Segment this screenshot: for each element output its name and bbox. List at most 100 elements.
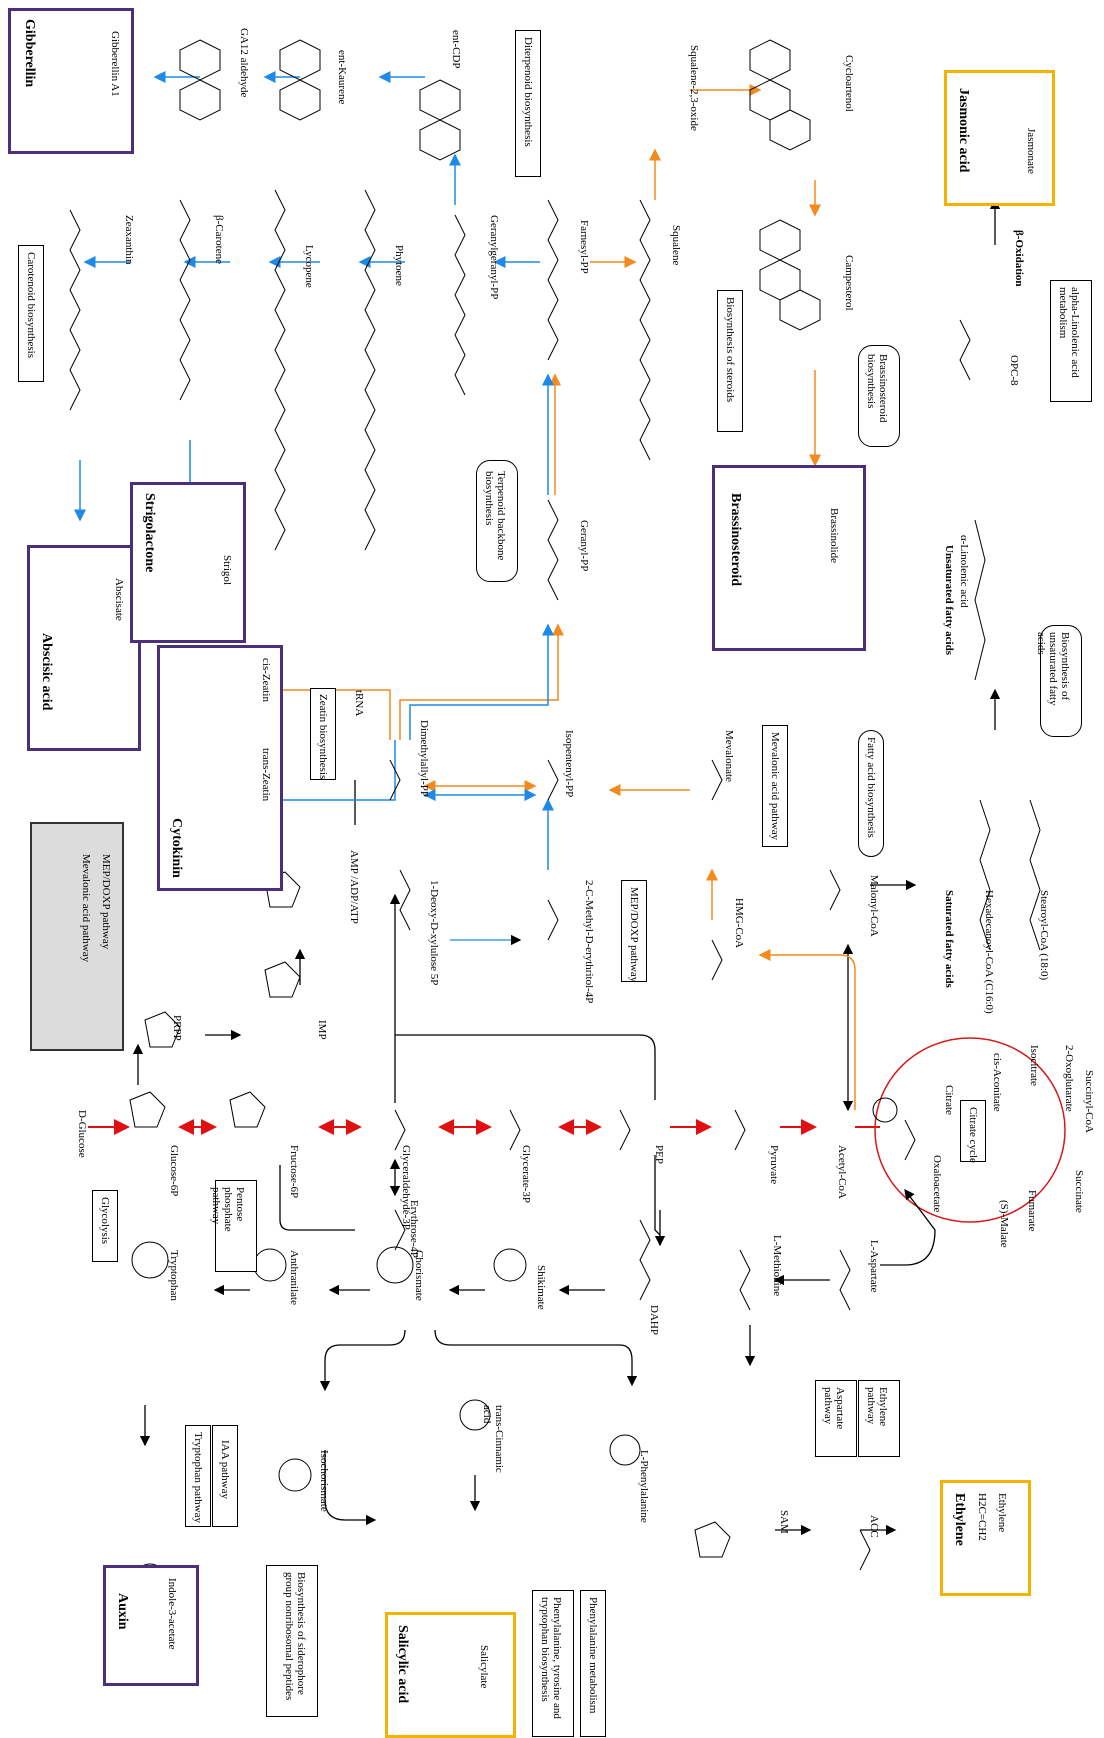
iaa-pathway-label: IAA pathway [219, 1440, 231, 1499]
iaa-pathway-box[interactable]: IAA pathway [212, 1425, 238, 1527]
gibberellin-label: Gibberellin [23, 19, 35, 87]
aspartate-pathway-box[interactable]: Aspartate pathway [815, 1380, 857, 1457]
pentose-label: Pentose phosphate pathway [210, 1187, 246, 1267]
abscisate-label: Abscisate [113, 578, 125, 621]
cytokinin-label: Cytokinin [170, 818, 182, 878]
isochorismate-label: Isochorismate [318, 1450, 330, 1512]
ggpp-label: Geranylgeranyl-PP [488, 215, 500, 299]
fatty-acid-label: Fatty acid biosynthesis [865, 737, 877, 838]
saturated-fatty-acids-label: Saturated fatty acids [943, 890, 955, 988]
zeaxanthin-label: Zeaxanthin [123, 215, 135, 264]
geranyl-pp-label: Geranyl-PP [578, 520, 590, 571]
steroids-label: Biosynthesis of steroids [724, 297, 736, 402]
amp-label: AMP /ADP/ATP [348, 850, 360, 924]
cytokinin-box[interactable]: Cytokinin trans-Zeatin cis-Zeatin [157, 645, 283, 891]
steroids-box[interactable]: Biosynthesis of steroids [717, 290, 743, 432]
aspartate-label: L-Aspartate [868, 1240, 880, 1293]
carotenoid-label: Carotenoid biosynthesis [25, 252, 37, 358]
unsaturated-fatty-label: Biosynthesis of unsaturated fatty acids [1035, 632, 1071, 727]
alpha-linolenic-box[interactable]: alpha-Linolenic acid metabolism [1050, 280, 1092, 402]
sam-label: SAM [778, 1510, 790, 1534]
citrate-cycle-label: Citrate cycle [967, 1107, 979, 1163]
citrate-cycle-box[interactable]: Citrate cycle [960, 1100, 986, 1162]
gibberellin-box[interactable]: Gibberellin Gibberellin A1 [8, 8, 134, 154]
fumarate-label: Fumarate [1026, 1190, 1038, 1232]
siderophore-box[interactable]: Biosynthesis of siderophore group nonrib… [266, 1565, 318, 1717]
mep-doxp-box[interactable]: MEP/DOXP pathway [621, 880, 647, 982]
shikimate-label: Shikimate [535, 1265, 547, 1310]
tryptophan-label: Tryptophan [168, 1250, 180, 1301]
fpp-label: Farnesyl-PP [578, 220, 590, 274]
jasmonic-acid-label: Jasmonic acid [957, 88, 969, 172]
ethylene-compound-label: Ethylene [996, 1493, 1008, 1532]
beta-carotene-label: β-Carotene [213, 215, 225, 264]
tryptophan-pathway-box[interactable]: Tryptophan pathway [185, 1425, 211, 1527]
jasmonic-acid-box[interactable]: Jasmonic acid Jasmonate [944, 70, 1055, 206]
auxin-box[interactable]: Auxin Indole-3-acetate [103, 1565, 199, 1686]
strigol-label: Strigol [221, 555, 233, 585]
legend-mevalonate-label: Mevalonic acid pathway [80, 854, 92, 962]
abscisic-acid-box[interactable]: Abscisic acid Abscisate [27, 545, 141, 751]
lycopene-label: Lycopene [303, 245, 315, 288]
legend-mep-label: MEP/DOXP pathway [100, 854, 112, 949]
mevalonic-label: Mevalonic acid pathway [769, 732, 781, 840]
methionine-label: L-Methionine [771, 1235, 783, 1296]
beta-oxidation-label: β-Oxidation [1013, 230, 1025, 287]
ent-cdp-label: ent-CDP [450, 30, 462, 69]
anthranilate-label: Anthranilate [288, 1250, 300, 1305]
terpenoid-label: Terpenoid backbone biosynthesis [483, 471, 507, 566]
phe-tyr-trp-label: Phenylalanine, tyrosine and tryptophan b… [539, 1597, 563, 1732]
strigolactone-label: Strigolactone [143, 493, 155, 572]
ipp-label: Isopentenyl-PP [563, 730, 575, 797]
brassinosteroid-pathway-box[interactable]: Brassinosteroid biosynthesis [858, 345, 900, 447]
trans-zeatin-label: trans-Zeatin [260, 748, 272, 801]
brassinolide-label: Brassinolide [828, 508, 840, 563]
citrate-label: Citrate [943, 1085, 955, 1115]
phenylalanine-metabolism-box[interactable]: Phenylalanine metabolism [580, 1590, 606, 1737]
salicylic-acid-label: Salicylic acid [396, 1625, 408, 1703]
glycolysis-label: Glycolysis [99, 1197, 111, 1244]
succinate-label: Succinate [1073, 1170, 1085, 1213]
oxoglutarate-label: 2-Oxoglutarate [1063, 1045, 1075, 1112]
tryptophan-pathway-label: Tryptophan pathway [192, 1432, 204, 1523]
carotenoid-box[interactable]: Carotenoid biosynthesis [18, 245, 44, 382]
diterpenoid-box[interactable]: Diterpenoid biosynthesis [515, 30, 541, 177]
dmapp-label: Dimethylallyl-PP [418, 720, 430, 797]
ethylene-pathway-box[interactable]: Ethylene pathway [858, 1380, 900, 1457]
acetyl-coa-label: Acetyl-CoA [836, 1145, 848, 1199]
trna-label: tRNA [353, 690, 365, 716]
salicylic-acid-box[interactable]: Salicylic acid Salicylate [385, 1612, 516, 1738]
brassinosteroid-pathway-label: Brassinosteroid biosynthesis [865, 354, 889, 434]
ethylene-pathway-label: Ethylene pathway [865, 1387, 889, 1447]
squalene-label: Squalene [670, 225, 682, 265]
auxin-label: Auxin [116, 1593, 128, 1630]
stearoyl-label: Stearoyl-CoA (18:0) [1038, 890, 1050, 980]
phe-tyr-trp-box[interactable]: Phenylalanine, tyrosine and tryptophan b… [532, 1590, 574, 1737]
oxaloacetate-label: Oxaloacetate [931, 1155, 943, 1212]
glycolysis-box[interactable]: Glycolysis [92, 1190, 118, 1262]
mevalonate-label: Mevalonate [723, 730, 735, 782]
unsaturated-fatty-box[interactable]: Biosynthesis of unsaturated fatty acids [1040, 625, 1082, 737]
hexadecanoyl-label: Hexadecanoyl-CoA (C16:0) [983, 890, 995, 1014]
zeatin-box[interactable]: Zeatin biosynthesis [310, 688, 336, 780]
glucose-6p-label: Glucose-6P [168, 1145, 180, 1196]
acc-label: ACC [868, 1515, 880, 1538]
dahp-label: DAHP [648, 1305, 660, 1335]
fatty-acid-box[interactable]: Fatty acid biosynthesis [858, 730, 884, 857]
opc8-label: OPC-8 [1008, 355, 1020, 386]
terpenoid-box[interactable]: Terpenoid backbone biosynthesis [476, 460, 518, 582]
abscisic-acid-label: Abscisic acid [40, 633, 52, 710]
strigolactone-box[interactable]: Strigolactone Strigol [130, 482, 246, 643]
mevalonic-box[interactable]: Mevalonic acid pathway [762, 725, 788, 847]
aspartate-pathway-label: Aspartate pathway [822, 1387, 846, 1447]
legend-box: Mevalonic acid pathway MEP/DOXP pathway [30, 822, 124, 1051]
zeatin-label: Zeatin biosynthesis [317, 694, 329, 779]
cycloartenol-label: Cycloartenol [843, 55, 855, 112]
brassinosteroid-box[interactable]: Brassinosteroid Brassinolide [712, 465, 866, 651]
pentose-box[interactable]: Pentose phosphate pathway [215, 1180, 257, 1272]
ethylene-box[interactable]: Ethylene H2C=CH2 Ethylene [940, 1480, 1031, 1596]
pyruvate-label: Pyruvate [768, 1145, 780, 1184]
squalene-oxide-label: Squalene-2,3-oxide [688, 45, 700, 131]
succinyl-coa-label: Succinyl-CoA [1083, 1070, 1095, 1133]
gibberellin-a1-label: Gibberellin A1 [109, 31, 121, 97]
